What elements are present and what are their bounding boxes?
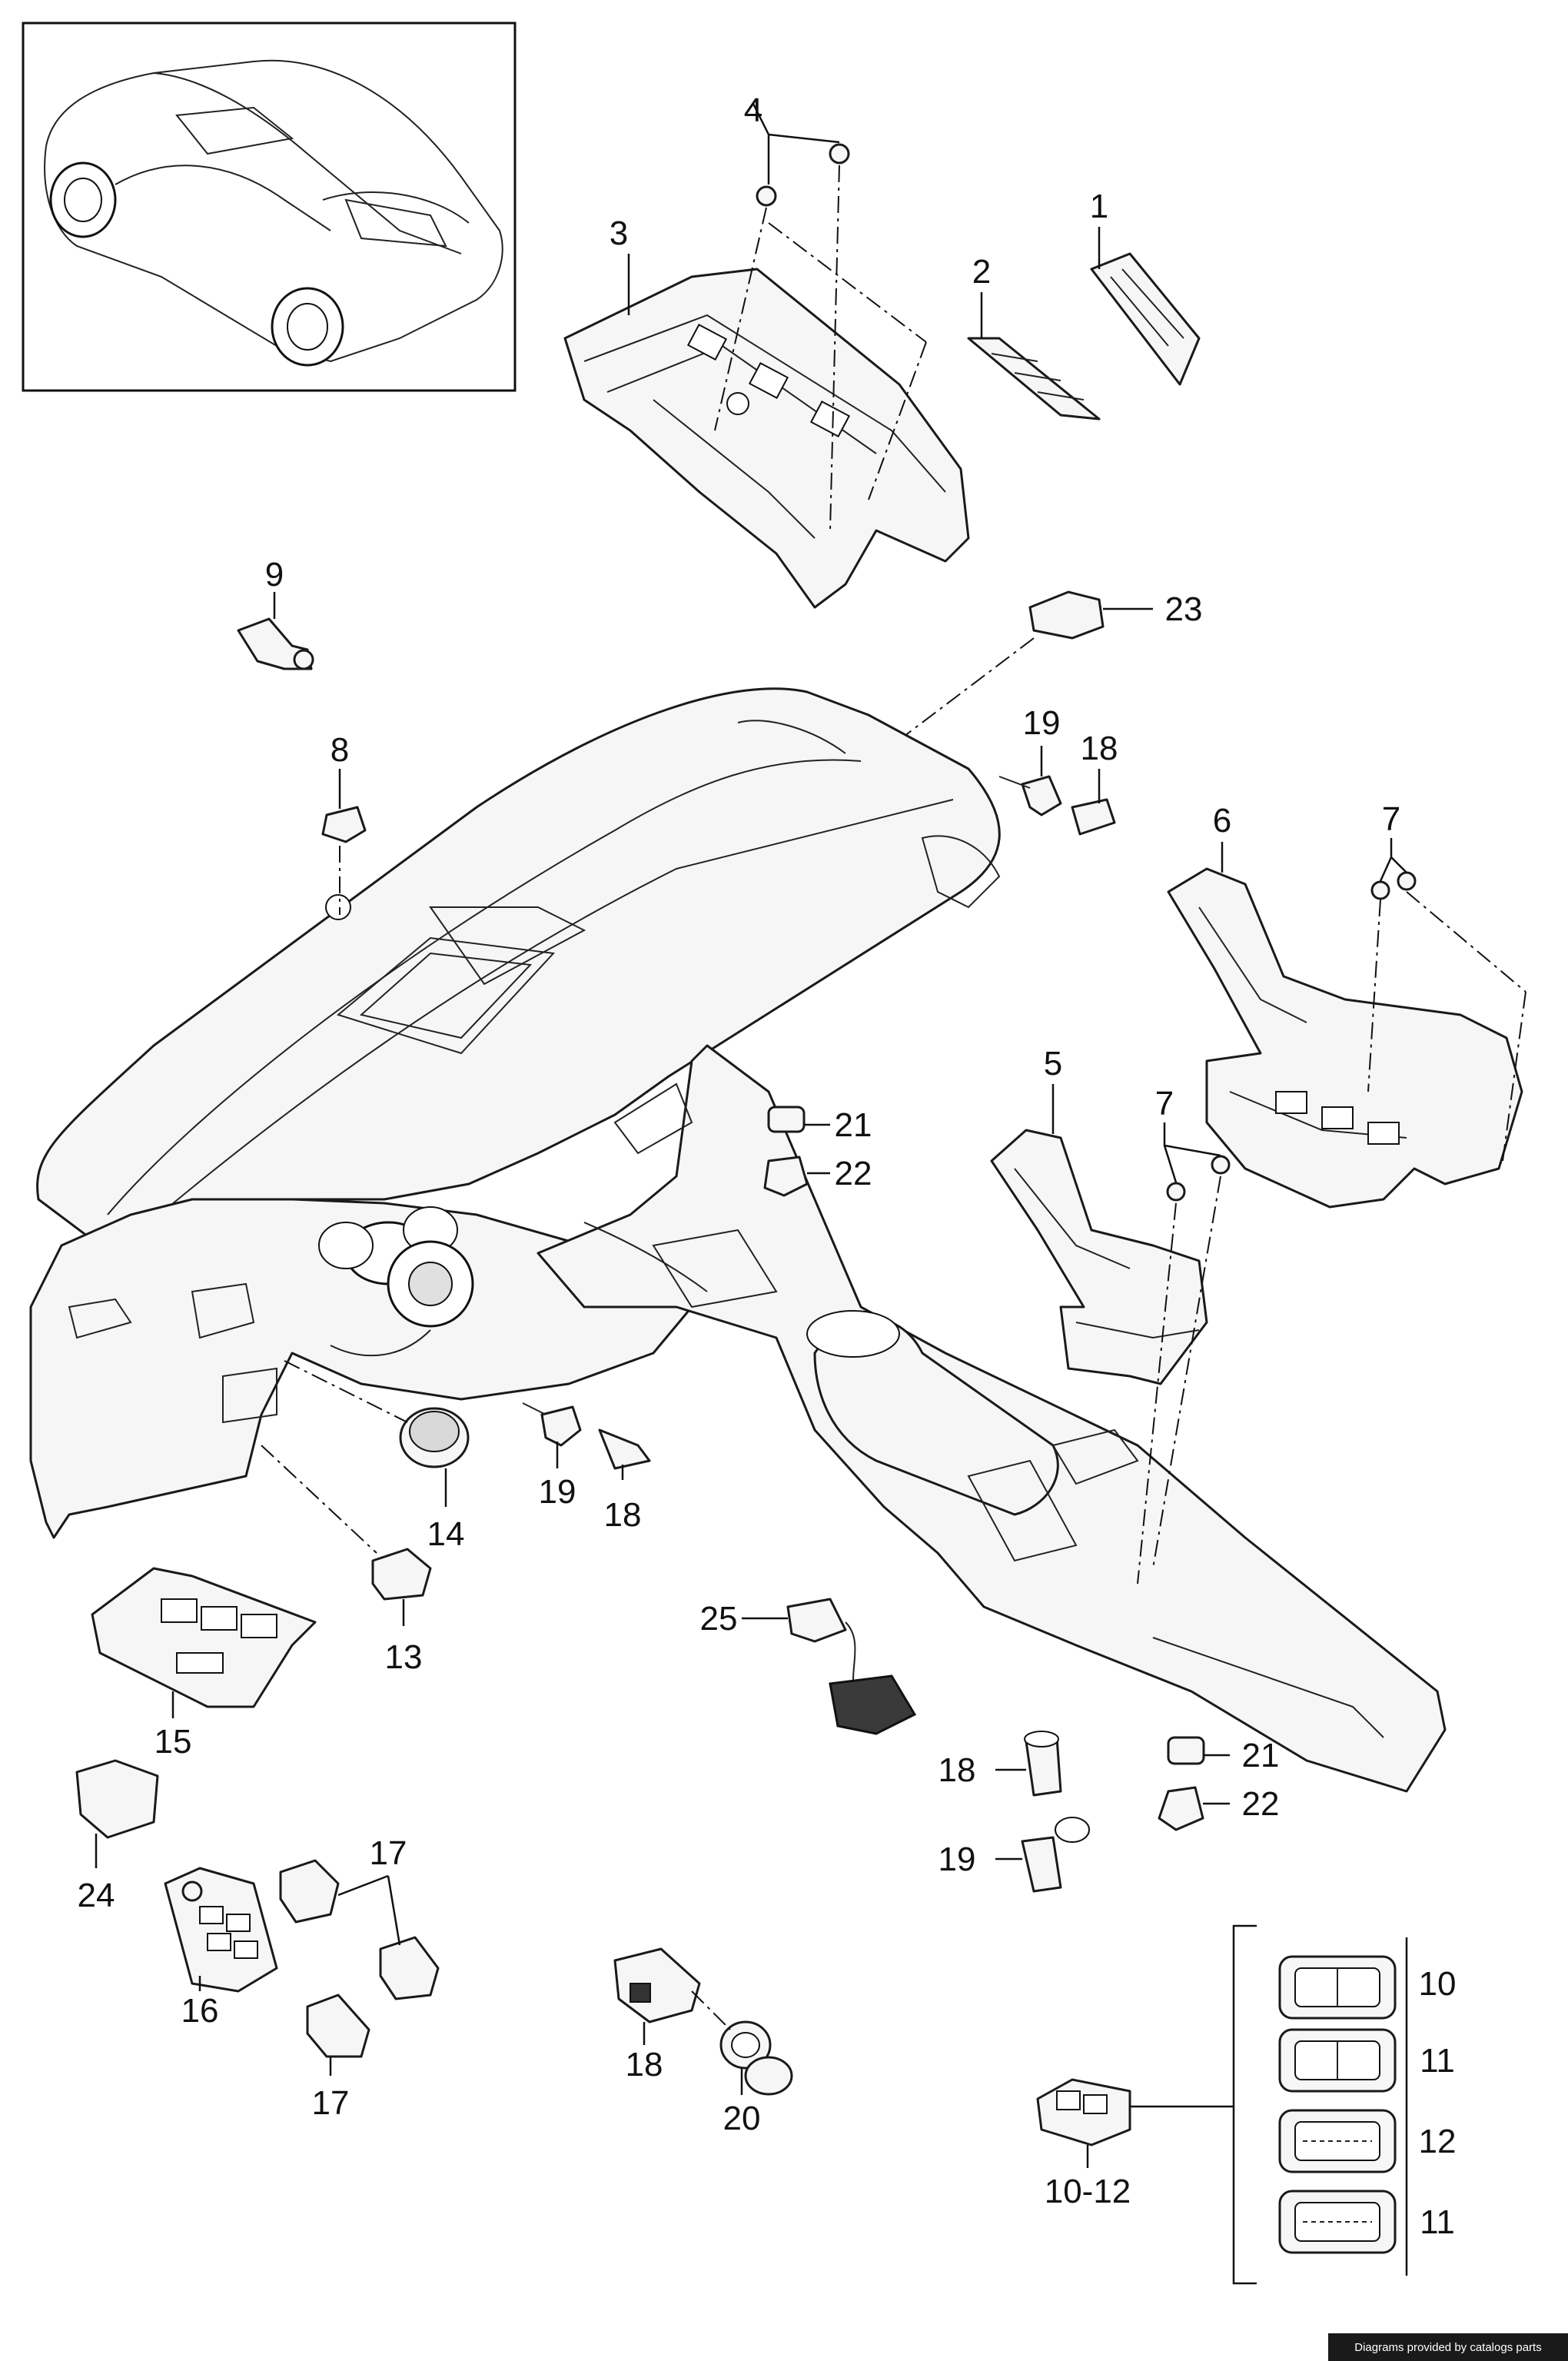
callout-10-12: 10-12 xyxy=(1045,2173,1131,2210)
part-19-cap-right xyxy=(1021,1817,1090,1893)
callout-18-upper: 18 xyxy=(1081,730,1118,767)
callout-18-bottom: 18 xyxy=(626,2046,663,2083)
part-17-switch-a xyxy=(279,1859,340,1924)
part-18-bulb-upper xyxy=(1071,798,1116,836)
part-18-socket-bottom xyxy=(613,1947,701,2023)
vehicle-thumbnail xyxy=(22,22,517,392)
callout-20: 20 xyxy=(723,2100,761,2137)
switch-variant-table xyxy=(1222,1924,1408,2285)
center-console xyxy=(537,1044,1447,1793)
callout-14: 14 xyxy=(427,1515,465,1553)
part-17-switch-c xyxy=(306,1994,370,2058)
part-10-12-switch-unit xyxy=(1036,2078,1131,2147)
callout-7-upper: 7 xyxy=(1382,800,1400,838)
callout-3: 3 xyxy=(610,214,628,252)
part-23-module xyxy=(1028,590,1105,640)
part-21-switch-right xyxy=(1167,1736,1205,1765)
callout-19-upper: 19 xyxy=(1023,704,1061,742)
callout-22-middle: 22 xyxy=(835,1155,872,1192)
callout-25: 25 xyxy=(700,1600,738,1638)
callout-5: 5 xyxy=(1044,1045,1062,1082)
part-17-switch-b xyxy=(379,1936,440,2000)
dashboard-assembly xyxy=(29,687,1001,1539)
part-22-socket-right xyxy=(1158,1786,1204,1831)
callout-17-upper: 17 xyxy=(370,1834,407,1872)
part-1-trim-panel xyxy=(1090,252,1201,386)
credit-footer: Diagrams provided by catalogs parts xyxy=(1328,2333,1568,2361)
part-2-trim-strip xyxy=(967,337,1101,421)
callout-4: 4 xyxy=(744,91,762,129)
part-18-socket-right xyxy=(1024,1731,1062,1797)
callout-22-right: 22 xyxy=(1242,1785,1280,1823)
callout-1: 1 xyxy=(1090,188,1108,225)
part-21-switch-middle xyxy=(767,1106,806,1133)
part-19-bulb-holder-upper xyxy=(998,775,1062,816)
callout-21-right: 21 xyxy=(1242,1737,1280,1774)
callout-13: 13 xyxy=(385,1638,423,1676)
part-18-bulb-left xyxy=(598,1428,651,1470)
part-25-usb-module xyxy=(786,1598,917,1735)
part-15-switch-panel xyxy=(91,1567,317,1708)
part-14-knob xyxy=(399,1407,470,1468)
part-13-switch xyxy=(371,1548,432,1601)
callout-16: 16 xyxy=(181,1992,219,2030)
part-19-bulb-holder-left xyxy=(522,1402,582,1447)
part-4-screws xyxy=(756,143,850,207)
callout-18-left: 18 xyxy=(604,1496,642,1534)
callout-6: 6 xyxy=(1213,802,1231,840)
part-3-console-frame xyxy=(563,268,970,609)
callout-8: 8 xyxy=(331,731,349,769)
callout-21-middle: 21 xyxy=(835,1106,872,1144)
part-22-socket-middle xyxy=(763,1156,809,1197)
callout-19-right: 19 xyxy=(938,1841,976,1878)
callout-19-left: 19 xyxy=(539,1473,576,1511)
callout-9: 9 xyxy=(265,556,284,594)
part-24-switch xyxy=(75,1759,159,1839)
callout-15: 15 xyxy=(154,1723,192,1761)
callout-11-lower: 11 xyxy=(1420,2203,1455,2241)
callout-11-upper: 11 xyxy=(1420,2042,1455,2080)
callout-2: 2 xyxy=(972,253,991,291)
part-8-sensor xyxy=(321,806,367,843)
callout-7-lower: 7 xyxy=(1155,1085,1174,1122)
part-9-sensor xyxy=(237,617,314,670)
callout-23: 23 xyxy=(1165,590,1203,628)
callout-10: 10 xyxy=(1419,1965,1457,2003)
part-5-console-assembly xyxy=(990,1129,1208,1385)
part-20-cover-ring xyxy=(719,2020,793,2096)
callout-18-right: 18 xyxy=(938,1751,976,1789)
part-16-window-switch xyxy=(164,1867,278,1993)
callout-24: 24 xyxy=(78,1877,115,1914)
callout-12: 12 xyxy=(1419,2123,1457,2160)
callout-17-lower: 17 xyxy=(312,2084,350,2122)
part-6-console-assembly xyxy=(1167,867,1523,1209)
